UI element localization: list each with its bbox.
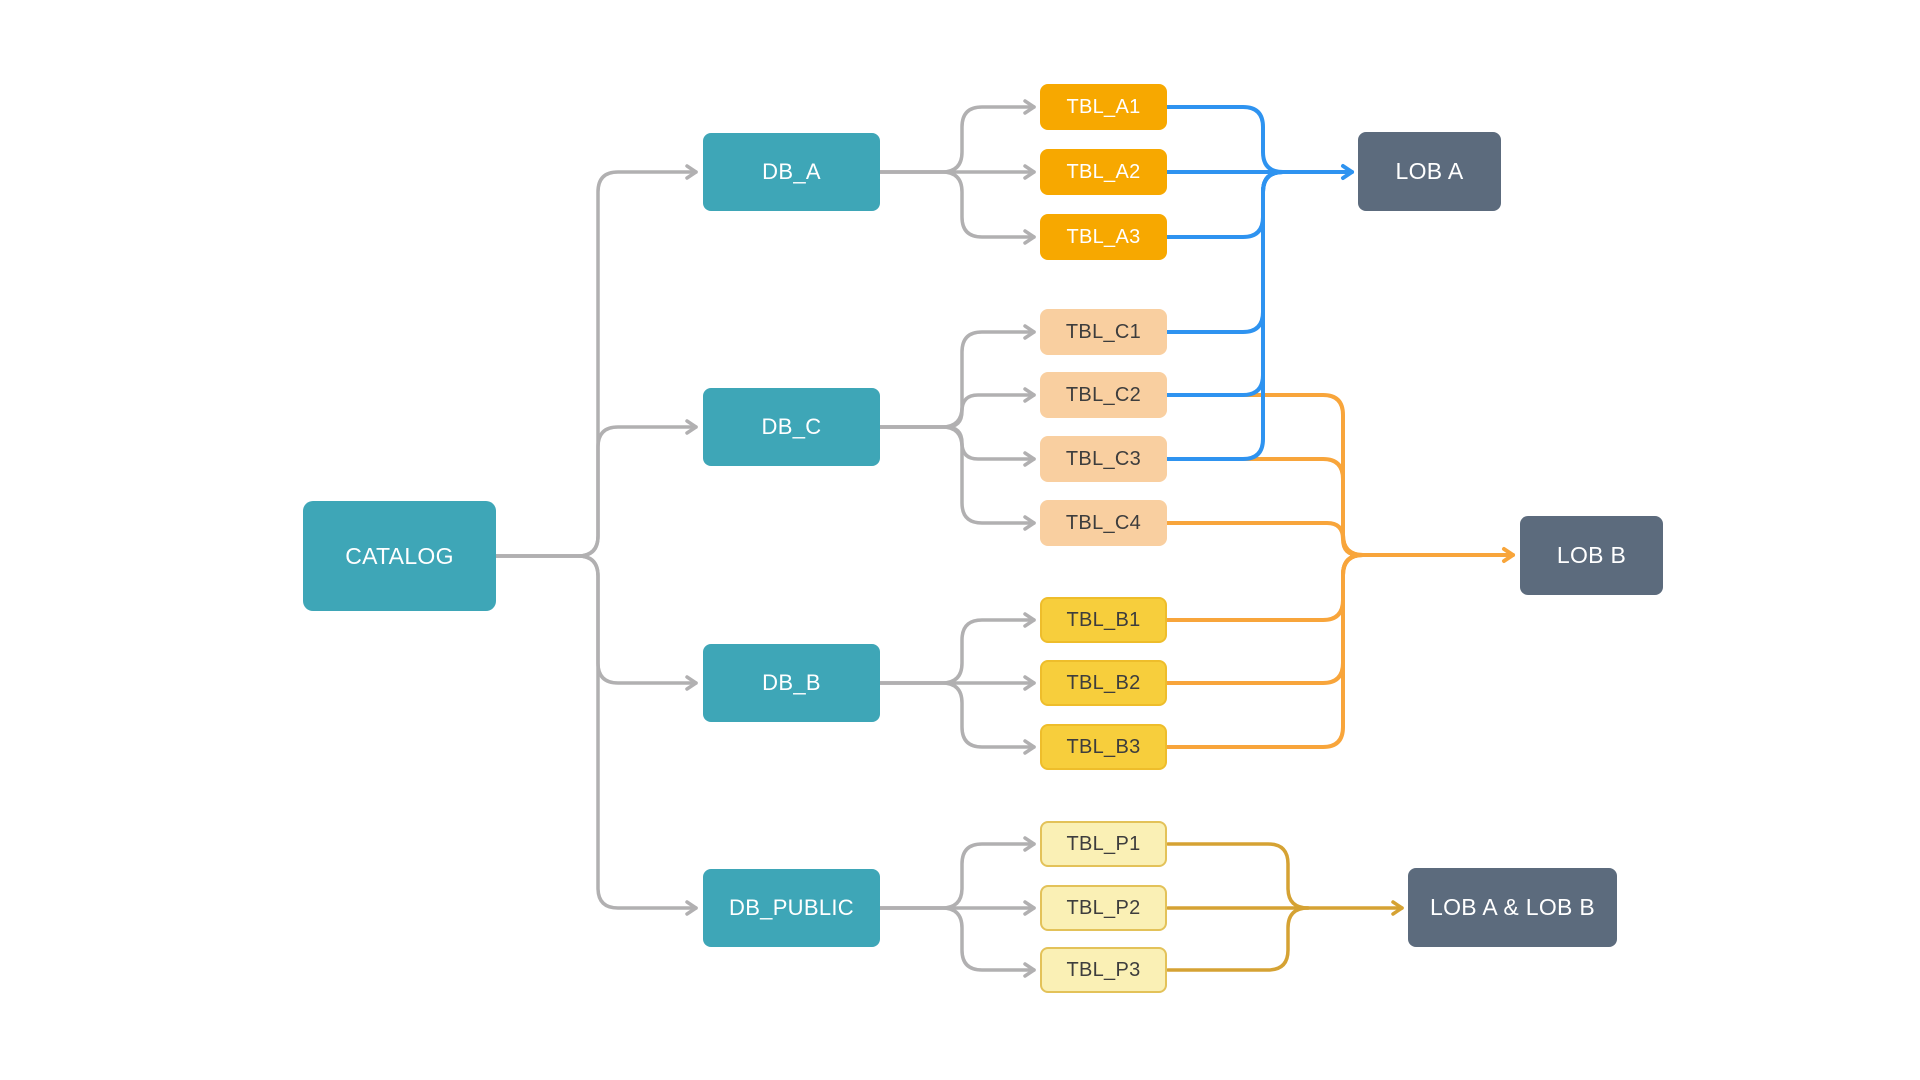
edge-db_a-tbl_a3 (878, 170, 1036, 245)
edge-db_b-tbl_b1 (878, 612, 1036, 685)
node-tbl_c2: TBL_C2 (1040, 372, 1167, 418)
edge-db_c-tbl_c4 (878, 425, 1036, 531)
edge-catalog-db_c (493, 419, 698, 558)
node-db_c: DB_C (703, 388, 880, 466)
node-tbl_c3: TBL_C3 (1040, 436, 1167, 482)
edge-db_public-tbl_p3 (878, 906, 1036, 978)
edge-tbl_b1-lob_b (1165, 553, 1365, 622)
node-lob_b: LOB B (1520, 516, 1663, 595)
edge-tbl_c3-lob_a (1165, 170, 1285, 461)
node-tbl_c4: TBL_C4 (1040, 500, 1167, 546)
node-db_a: DB_A (703, 133, 880, 211)
edge-tbl_c2-lob_a (1165, 170, 1285, 397)
node-tbl_b3: TBL_B3 (1040, 724, 1167, 770)
edge-db_public-tbl_p1 (878, 836, 1036, 910)
edge-db_a-tbl_a1 (878, 99, 1036, 174)
node-tbl_a1: TBL_A1 (1040, 84, 1167, 130)
edge-tbl_p3-lob_ab (1166, 906, 1310, 972)
edge-db_b-tbl_b3 (878, 681, 1036, 755)
node-db_b: DB_B (703, 644, 880, 722)
edge-catalog-db_b (493, 554, 698, 691)
edge-tbl_b3-lob_b (1165, 553, 1365, 749)
edge-tbl_c1-lob_a (1165, 170, 1285, 334)
edge-db_c-tbl_c2 (878, 387, 1036, 429)
node-lob_ab: LOB A & LOB B (1408, 868, 1617, 947)
node-db_public: DB_PUBLIC (703, 869, 880, 947)
edge-catalog-db_public (493, 554, 698, 916)
node-tbl_p2: TBL_P2 (1040, 885, 1167, 931)
node-tbl_b1: TBL_B1 (1040, 597, 1167, 643)
node-tbl_a2: TBL_A2 (1040, 149, 1167, 195)
node-lob_a: LOB A (1358, 132, 1501, 211)
node-tbl_a3: TBL_A3 (1040, 214, 1167, 260)
edge-tbl_p1-lob_ab (1166, 842, 1310, 910)
edge-db_c-tbl_c1 (878, 324, 1036, 429)
edge-catalog-db_a (493, 164, 698, 558)
node-tbl_c1: TBL_C1 (1040, 309, 1167, 355)
node-tbl_p3: TBL_P3 (1040, 947, 1167, 993)
node-tbl_p1: TBL_P1 (1040, 821, 1167, 867)
node-tbl_b2: TBL_B2 (1040, 660, 1167, 706)
edge-tbl_c4-lob_b (1165, 521, 1361, 557)
edge-tbl_c3-lob_b (1165, 457, 1365, 557)
edge-tbl_a1-lob_a (1165, 105, 1285, 174)
node-catalog: CATALOG (303, 501, 496, 611)
